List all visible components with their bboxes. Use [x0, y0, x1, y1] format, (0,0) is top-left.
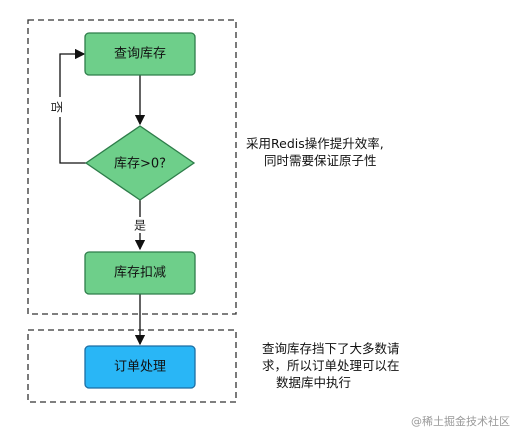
redis-note-line: 同时需要保证原子性 [264, 153, 377, 168]
redis-dashed-group [27, 19, 237, 315]
redis-note: 采用Redis操作提升效率, 同时需要保证原子性 [246, 135, 384, 169]
database-note-line: 求，所以订单处理可以在 [262, 358, 400, 373]
order-process-node [84, 345, 196, 389]
no-label-bg [52, 97, 68, 117]
deduct-stock-node [84, 251, 196, 295]
order-process-label: 订单处理 [114, 360, 166, 375]
stock-check-label: 库存>0? [114, 156, 166, 172]
yes-edge-label: 是 [134, 219, 146, 233]
redis-note-line: 采用Redis操作提升效率, [246, 136, 384, 151]
yes-label-bg [130, 217, 150, 233]
query-stock-label: 查询库存 [114, 46, 166, 62]
stock-check-decision [84, 125, 196, 201]
database-note: 查询库存挡下了大多数请 求，所以订单处理可以在 数据库中执行 [262, 340, 400, 391]
deduct-stock-label: 库存扣减 [114, 265, 166, 281]
database-note-line: 数据库中执行 [276, 375, 352, 390]
no-edge-label: 否 [50, 101, 64, 113]
database-note-line: 查询库存挡下了大多数请 [262, 341, 400, 356]
watermark: @稀土掘金技术社区 [411, 415, 510, 428]
query-stock-node [84, 32, 196, 76]
database-dashed-group [27, 329, 237, 403]
